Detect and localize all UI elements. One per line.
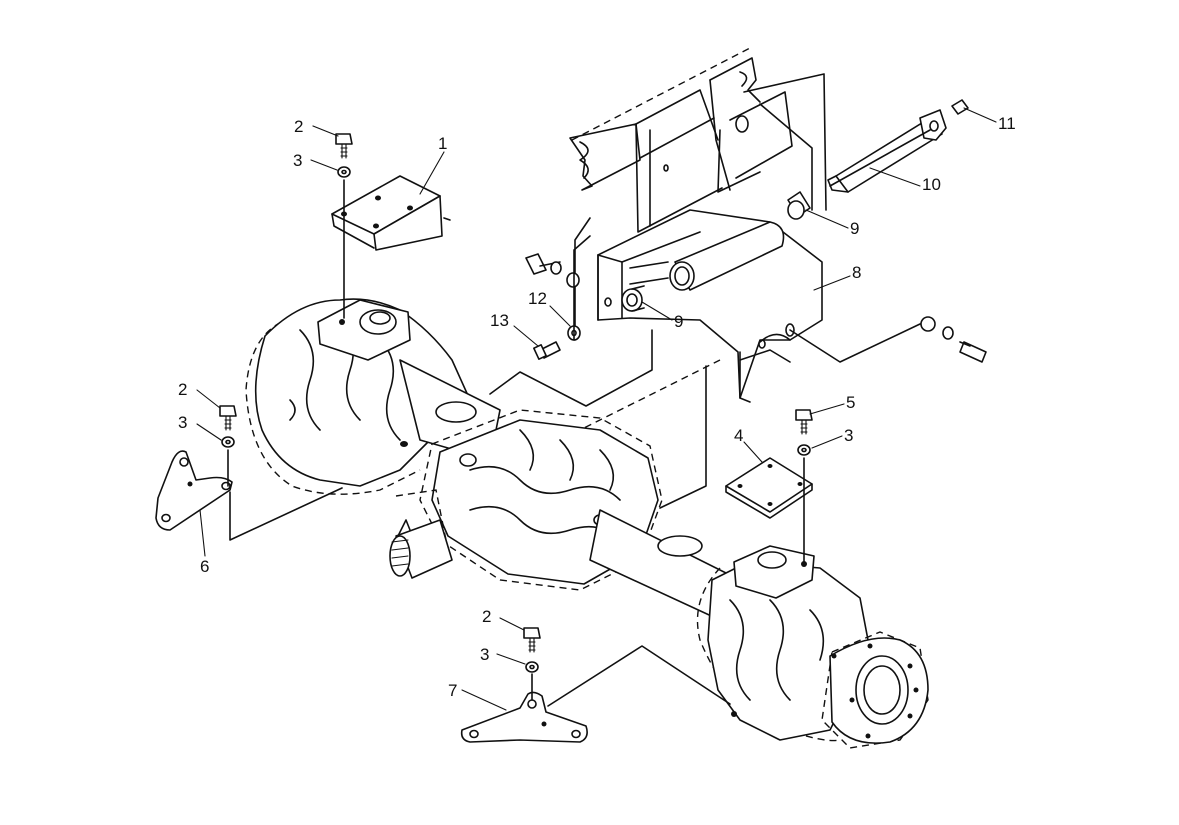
callout-6: 6 <box>200 557 209 576</box>
bushing-lower <box>621 285 645 312</box>
cover-plate-4 <box>725 457 813 519</box>
callout-2-upper: 2 <box>294 117 303 136</box>
callout-labels: 1 2 3 2 3 6 13 12 9 9 8 10 11 5 3 4 2 3 … <box>178 114 1016 700</box>
washer-3-left <box>221 436 235 448</box>
washer-3-upper <box>337 166 351 178</box>
callout-3-lower: 3 <box>480 645 489 664</box>
callout-3-upper: 3 <box>293 151 302 170</box>
callout-5: 5 <box>846 393 855 412</box>
hub-bolt-holes <box>831 643 919 739</box>
axle-assembly <box>245 298 929 749</box>
callout-8: 8 <box>852 263 861 282</box>
callout-12: 12 <box>528 289 547 308</box>
callout-9-upper: 9 <box>850 219 859 238</box>
mount-bracket-1 <box>331 175 451 251</box>
callout-13: 13 <box>490 311 509 330</box>
bushing-upper <box>787 191 811 220</box>
bolt-2-left <box>219 405 237 431</box>
callout-11: 11 <box>998 114 1016 133</box>
assembly-lines <box>227 129 931 707</box>
bolt-5 <box>795 409 813 435</box>
mount-bracket-6 <box>155 450 233 531</box>
callout-3-left: 3 <box>178 413 187 432</box>
washer-3-right <box>797 444 811 456</box>
callout-4: 4 <box>734 426 743 445</box>
bolt-11 <box>951 99 969 115</box>
bolt-2-lower <box>523 627 541 653</box>
washer-3-lower <box>525 661 539 673</box>
callout-9-lower: 9 <box>674 312 683 331</box>
bolt-13 <box>533 341 561 360</box>
callout-2-left: 2 <box>178 380 187 399</box>
callout-3-right: 3 <box>844 426 853 445</box>
support-bracket <box>597 209 823 403</box>
bolt-right-side <box>920 316 987 363</box>
callout-leaders <box>196 107 997 711</box>
callout-10: 10 <box>922 175 941 194</box>
bolt-2-upper <box>335 133 353 159</box>
chassis-frame <box>559 47 827 441</box>
bolt-upper-left <box>525 253 580 288</box>
callout-7: 7 <box>448 681 457 700</box>
callout-2-lower: 2 <box>482 607 491 626</box>
mount-bracket-7 <box>460 691 588 743</box>
callout-1: 1 <box>438 134 447 153</box>
